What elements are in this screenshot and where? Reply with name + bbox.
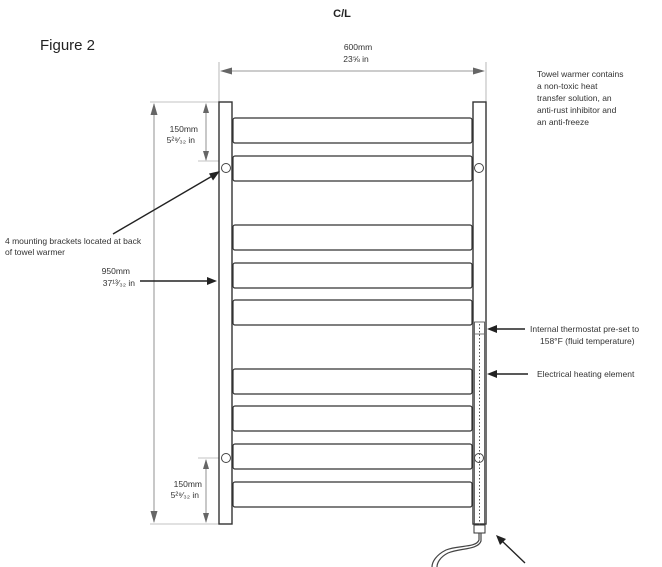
bottom-spacing-dimension: 150mm 5²⁹⁄₃₂ in [171,457,222,523]
fluid-note-line-1: Towel warmer contains [537,69,623,79]
cable-callout [496,535,526,564]
width-mm-label: 600mm [344,42,372,52]
fluid-note-line-5: an anti-freeze [537,117,589,127]
bottom-spacing-in-label: 5²⁹⁄₃₂ in [171,490,200,500]
towel-warmer [218,101,487,567]
height-in-label: 37¹³⁄₃₂ in [103,278,136,288]
top-spacing-dimension: 150mm 5²⁹⁄₃₂ in [167,103,222,162]
mounting-bracket [221,453,231,463]
fluid-note-line-4: anti-rust inhibitor and [537,105,617,115]
rail [232,224,473,251]
height-mm-label: 950mm [102,266,130,276]
fluid-note: Towel warmer contains a non-toxic heat t… [537,69,623,127]
mounting-bracket [474,163,484,173]
rail [232,443,473,470]
thermostat-callout: Internal thermostat pre-set to 158°F (fl… [487,324,639,346]
power-cable [431,533,480,567]
left-post [218,101,233,525]
brackets-note-line-2: of towel warmer [5,247,65,257]
brackets-note-line-1: 4 mounting brackets located at back [5,236,142,246]
bottom-spacing-mm-label: 150mm [174,479,202,489]
fluid-note-line-3: transfer solution, an [537,93,612,103]
rail [232,262,473,289]
heating-element-callout: Electrical heating element [487,369,635,379]
thermostat-note-line-2: 158°F (fluid temperature) [540,336,635,346]
rail [232,155,473,182]
figure-label: Figure 2 [40,37,95,54]
width-dimension: 600mm 23⅝ in [218,42,487,102]
thermostat-note-line-1: Internal thermostat pre-set to [530,324,639,334]
heating-element-label: Electrical heating element [537,369,635,379]
rail [232,368,473,395]
element-cap [473,524,486,534]
width-in-label: 23⅝ in [343,54,369,64]
brackets-callout: 4 mounting brackets located at back of t… [5,171,220,257]
fluid-note-line-2: a non-toxic heat [537,81,598,91]
top-spacing-in-label: 5²⁹⁄₃₂ in [167,135,196,145]
height-arrow [140,277,217,285]
rail [232,117,473,144]
towel-rails [232,117,473,508]
height-dimension: 950mm 37¹³⁄₃₂ in [102,101,219,525]
centerline-label: C/L [333,8,351,20]
rail [232,481,473,508]
top-spacing-mm-label: 150mm [170,124,198,134]
rail [232,405,473,432]
mounting-bracket [221,163,231,173]
rail [232,299,473,326]
